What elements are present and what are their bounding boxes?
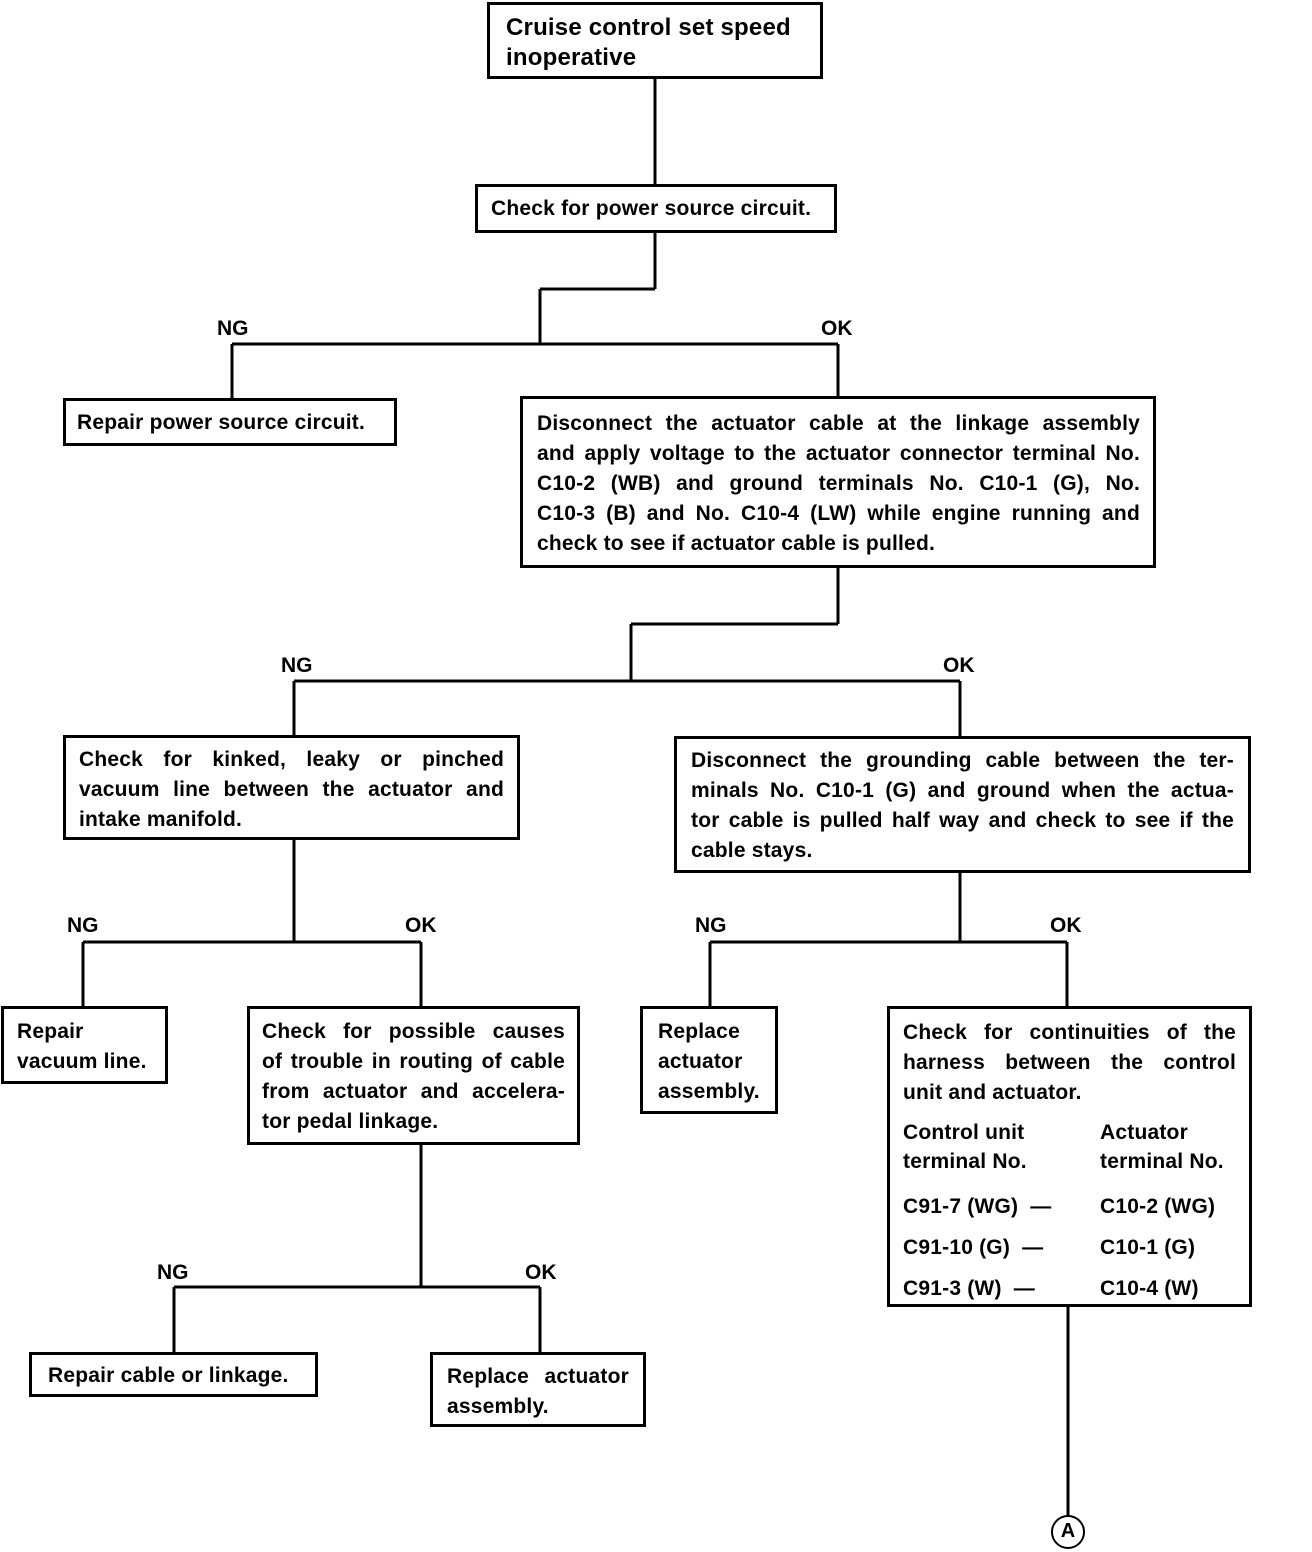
ok-label: OK — [943, 654, 975, 677]
ng-label: NG — [695, 914, 727, 937]
actuator-cable-line: Disconnect the actuator cable at the lin… — [537, 412, 1140, 435]
ng-label: NG — [67, 914, 99, 937]
control-unit-terminal: C91-7 (WG) — — [903, 1195, 1052, 1218]
ok-label: OK — [525, 1261, 557, 1284]
actuator-cable-line: C10-3 (B) and No. C10-4 (LW) while engin… — [537, 502, 1140, 525]
repair-vacuum-line: Repair — [17, 1020, 84, 1043]
continuity-check-line: unit and actuator. — [903, 1081, 1082, 1104]
vacuum-check-line: Check for kinked, leaky or pinched — [79, 748, 504, 771]
connector-a-icon: A — [1051, 1515, 1085, 1549]
vacuum-check-line: vacuum line between the actuator and — [79, 778, 504, 801]
actuator-terminal: C10-1 (G) — [1100, 1236, 1196, 1259]
cable-routing-line: of trouble in routing of cable — [262, 1050, 565, 1073]
actuator-terminal: C10-2 (WG) — [1100, 1195, 1216, 1218]
repair-power-box: Repair power source circuit. — [63, 398, 397, 446]
replace-actuator-box: Replace actuator assembly. — [640, 1006, 778, 1114]
replace-actuator-line: assembly. — [447, 1395, 549, 1418]
actuator-cable-box: Disconnect the actuator cable at the lin… — [520, 396, 1156, 568]
control-unit-header: Control unit terminal No. — [903, 1121, 1027, 1173]
cable-routing-line: Check for possible causes — [262, 1020, 565, 1043]
repair-cable-line: Repair cable or linkage. — [48, 1364, 289, 1387]
actuator-cable-line: check to see if actuator cable is pulled… — [537, 532, 936, 555]
continuity-check-box: Check for continuities of the harness be… — [887, 1006, 1252, 1307]
replace-actuator-line: actuator — [658, 1050, 743, 1073]
control-unit-terminal: C91-10 (G) — — [903, 1236, 1044, 1259]
repair-cable-box: Repair cable or linkage. — [29, 1352, 318, 1397]
actuator-cable-line: and apply voltage to the actuator connec… — [537, 442, 1140, 465]
grounding-check-box: Disconnect the grounding cable between t… — [674, 736, 1251, 873]
continuity-check-line: Check for continuities of the — [903, 1021, 1236, 1044]
power-check-line: Check for power source circuit. — [491, 197, 812, 220]
control-unit-terminal: C91-3 (W) — — [903, 1277, 1035, 1300]
actuator-header: Actuator terminal No. — [1100, 1121, 1224, 1173]
ng-label: NG — [157, 1261, 189, 1284]
cable-routing-line: tor pedal linkage. — [262, 1110, 439, 1133]
actuator-terminal: C10-4 (W) — [1100, 1277, 1199, 1300]
vacuum-check-box: Check for kinked, leaky or pinched vacuu… — [63, 735, 520, 840]
start-line: Cruise control set speed — [506, 14, 791, 41]
grounding-check-line: Disconnect the grounding cable between t… — [691, 749, 1234, 772]
vacuum-check-line: intake manifold. — [79, 808, 243, 831]
replace-actuator-line: Replace — [658, 1020, 740, 1043]
ok-label: OK — [1050, 914, 1082, 937]
repair-power-line: Repair power source circuit. — [77, 411, 366, 434]
repair-vacuum-box: Repair vacuum line. — [1, 1006, 168, 1084]
grounding-check-line: tor cable is pulled half way and check t… — [691, 809, 1234, 832]
start-line: inoperative — [506, 44, 637, 71]
ng-label: NG — [281, 654, 313, 677]
start-box: Cruise control set speed inoperative — [487, 2, 823, 79]
replace-actuator-line: assembly. — [658, 1080, 760, 1103]
power-check-box: Check for power source circuit. — [475, 184, 837, 233]
grounding-check-line: minals No. C10-1 (G) and ground when the… — [691, 779, 1234, 802]
terminal-table: Control unit terminal No. Actuator termi… — [903, 1118, 1236, 1309]
grounding-check-line: cable stays. — [691, 839, 813, 862]
replace-actuator-line: Replace actuator — [447, 1365, 629, 1388]
ng-label: NG — [217, 317, 249, 340]
ok-label: OK — [821, 317, 853, 340]
ok-label: OK — [405, 914, 437, 937]
continuity-check-line: harness between the control — [903, 1051, 1236, 1074]
replace-actuator-box: Replace actuator assembly. — [430, 1352, 646, 1427]
actuator-cable-line: C10-2 (WB) and ground terminals No. C10-… — [537, 472, 1140, 495]
repair-vacuum-line: vacuum line. — [17, 1050, 147, 1073]
cable-routing-box: Check for possible causes of trouble in … — [247, 1006, 580, 1145]
cable-routing-line: from actuator and accelera- — [262, 1080, 565, 1103]
